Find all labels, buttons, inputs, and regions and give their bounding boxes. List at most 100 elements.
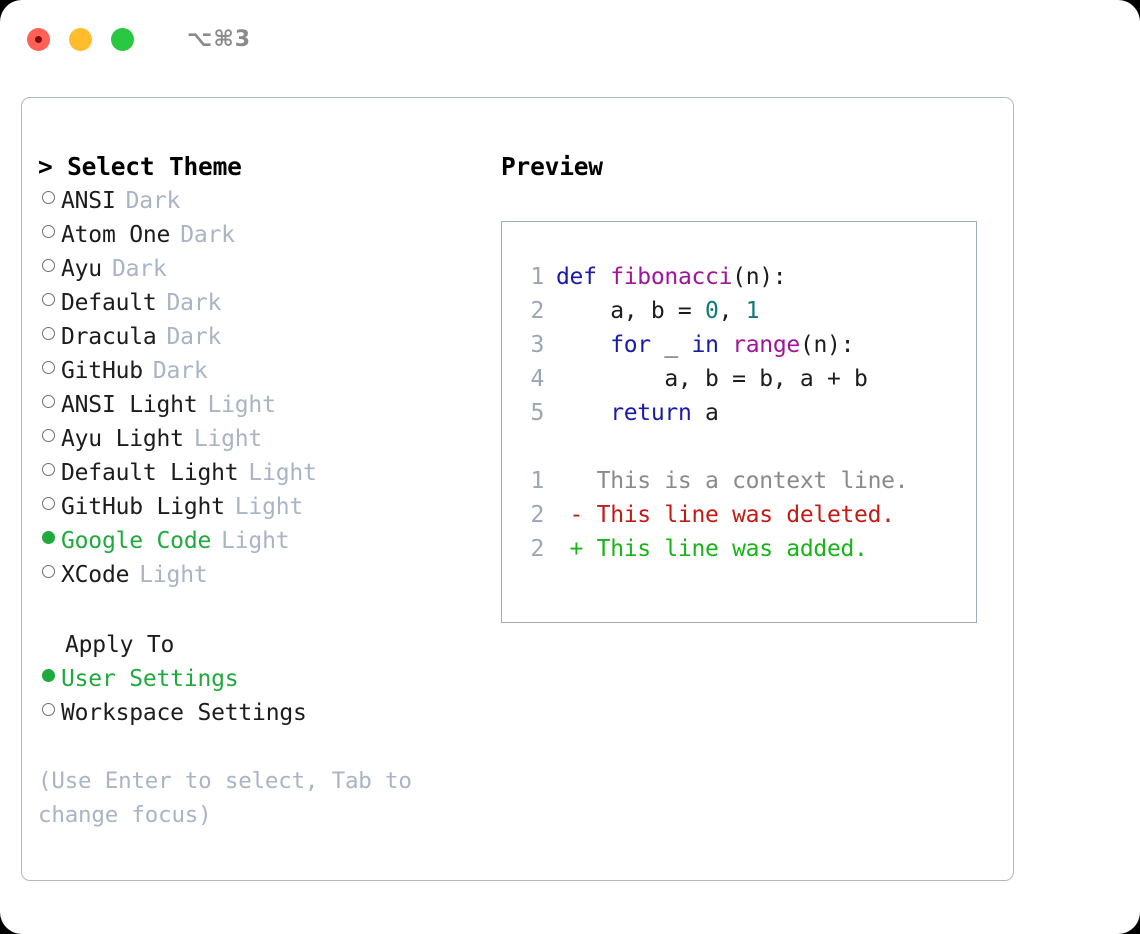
radio-unselected-icon[interactable]: [38, 353, 61, 387]
code-token-num: 0: [705, 298, 719, 324]
diff-text: + This line was added.: [556, 536, 868, 562]
diff-line-del: 2 - This line was deleted.: [512, 498, 976, 532]
code-text: def fibonacci(n):: [556, 260, 787, 294]
radio-unselected-icon[interactable]: [38, 557, 61, 591]
theme-option-ayu-light[interactable]: Ayu Light Light: [38, 422, 478, 456]
code-token-pl: (n):: [799, 332, 855, 358]
code-token-kw: def: [556, 264, 611, 290]
option-badge: Light: [139, 562, 208, 588]
option-badge: Dark: [166, 324, 222, 350]
radio-dot: [42, 293, 55, 306]
code-line: 3 for _ in range(n):: [512, 328, 976, 362]
option-badge: Light: [193, 426, 263, 452]
code-token-num: 1: [745, 298, 760, 324]
radio-dot: [42, 259, 55, 272]
code-line: 2 a, b = 0, 1: [512, 294, 976, 328]
line-number: 2: [530, 298, 544, 324]
radio-dot: [42, 361, 55, 374]
option-badge: Dark: [166, 290, 222, 316]
option-badge: Light: [207, 392, 276, 418]
radio-unselected-icon[interactable]: [38, 183, 61, 217]
keyboard-hint-text: (Use Enter to select, Tab to change focu…: [38, 768, 426, 828]
radio-unselected-icon[interactable]: [38, 285, 61, 319]
line-number: 2: [530, 536, 544, 562]
line-number: 1: [530, 264, 544, 290]
diff-text: - This line was deleted.: [556, 502, 895, 528]
code-token-kw: in: [691, 332, 719, 358]
option-badge: Dark: [111, 256, 167, 282]
option-label: User Settings: [61, 666, 239, 692]
minimize-button[interactable]: [69, 27, 92, 51]
code-token-pl: a: [691, 400, 719, 426]
select-theme-header: > Select Theme: [38, 152, 242, 181]
code-token-kw: for: [610, 332, 651, 358]
radio-dot: [42, 669, 55, 682]
option-label: Ayu Light: [61, 426, 184, 452]
code-token-pl: ,: [718, 298, 746, 324]
theme-option-ayu[interactable]: Ayu Dark: [38, 252, 478, 286]
code-token-pl: a, b =: [556, 298, 706, 324]
radio-selected-icon[interactable]: [38, 523, 61, 557]
apply-option-user-settings[interactable]: User Settings: [38, 662, 478, 696]
option-badge: Dark: [125, 188, 181, 214]
code-line: 1 def fibonacci(n):: [512, 260, 976, 294]
code-token-pl: [719, 332, 733, 358]
code-token-fn: fibonacci: [610, 264, 733, 290]
code-token-fn: range: [732, 332, 800, 358]
window-controls: [27, 27, 134, 51]
apply-to-title: Apply To: [65, 632, 175, 658]
code-text: a, b = b, a + b: [556, 362, 868, 396]
radio-dot: [42, 395, 55, 408]
diff-line-context: 1 This is a context line.: [512, 464, 976, 498]
theme-option-default[interactable]: Default Dark: [38, 286, 478, 320]
code-text: for _ in range(n):: [556, 328, 854, 362]
radio-unselected-icon[interactable]: [38, 455, 61, 489]
radio-dot: [42, 531, 55, 544]
line-number: 2: [530, 502, 544, 528]
line-number: 5: [530, 400, 544, 426]
radio-dot: [42, 463, 55, 476]
title-bar: ⌥⌘3: [0, 0, 1140, 78]
radio-unselected-icon[interactable]: [38, 489, 61, 523]
radio-dot: [42, 191, 55, 204]
preview-title: Preview: [501, 152, 603, 181]
radio-unselected-icon[interactable]: [38, 421, 61, 455]
radio-unselected-icon[interactable]: [38, 217, 61, 251]
apply-option-workspace-settings[interactable]: Workspace Settings: [38, 696, 478, 730]
code-token-pl: (n):: [732, 264, 787, 290]
radio-unselected-icon[interactable]: [38, 387, 61, 421]
radio-selected-icon[interactable]: [38, 661, 61, 695]
close-button[interactable]: [27, 27, 50, 51]
radio-dot: [42, 497, 55, 510]
radio-unselected-icon[interactable]: [38, 695, 61, 729]
radio-unselected-icon[interactable]: [38, 319, 61, 353]
option-badge: Light: [248, 460, 317, 486]
maximize-button[interactable]: [111, 27, 134, 51]
radio-dot: [42, 225, 55, 238]
preview-spacer: [512, 430, 976, 464]
radio-unselected-icon[interactable]: [38, 251, 61, 285]
option-label: Ayu: [61, 256, 102, 282]
radio-dot: [42, 703, 55, 716]
option-label: Google Code: [61, 528, 212, 554]
option-label: Default: [61, 290, 157, 316]
diff-sample: 1 This is a context line.2 - This line w…: [512, 464, 976, 566]
code-token-pl: _: [650, 332, 692, 358]
option-badge: Dark: [180, 222, 235, 248]
option-label: GitHub Light: [61, 494, 225, 520]
